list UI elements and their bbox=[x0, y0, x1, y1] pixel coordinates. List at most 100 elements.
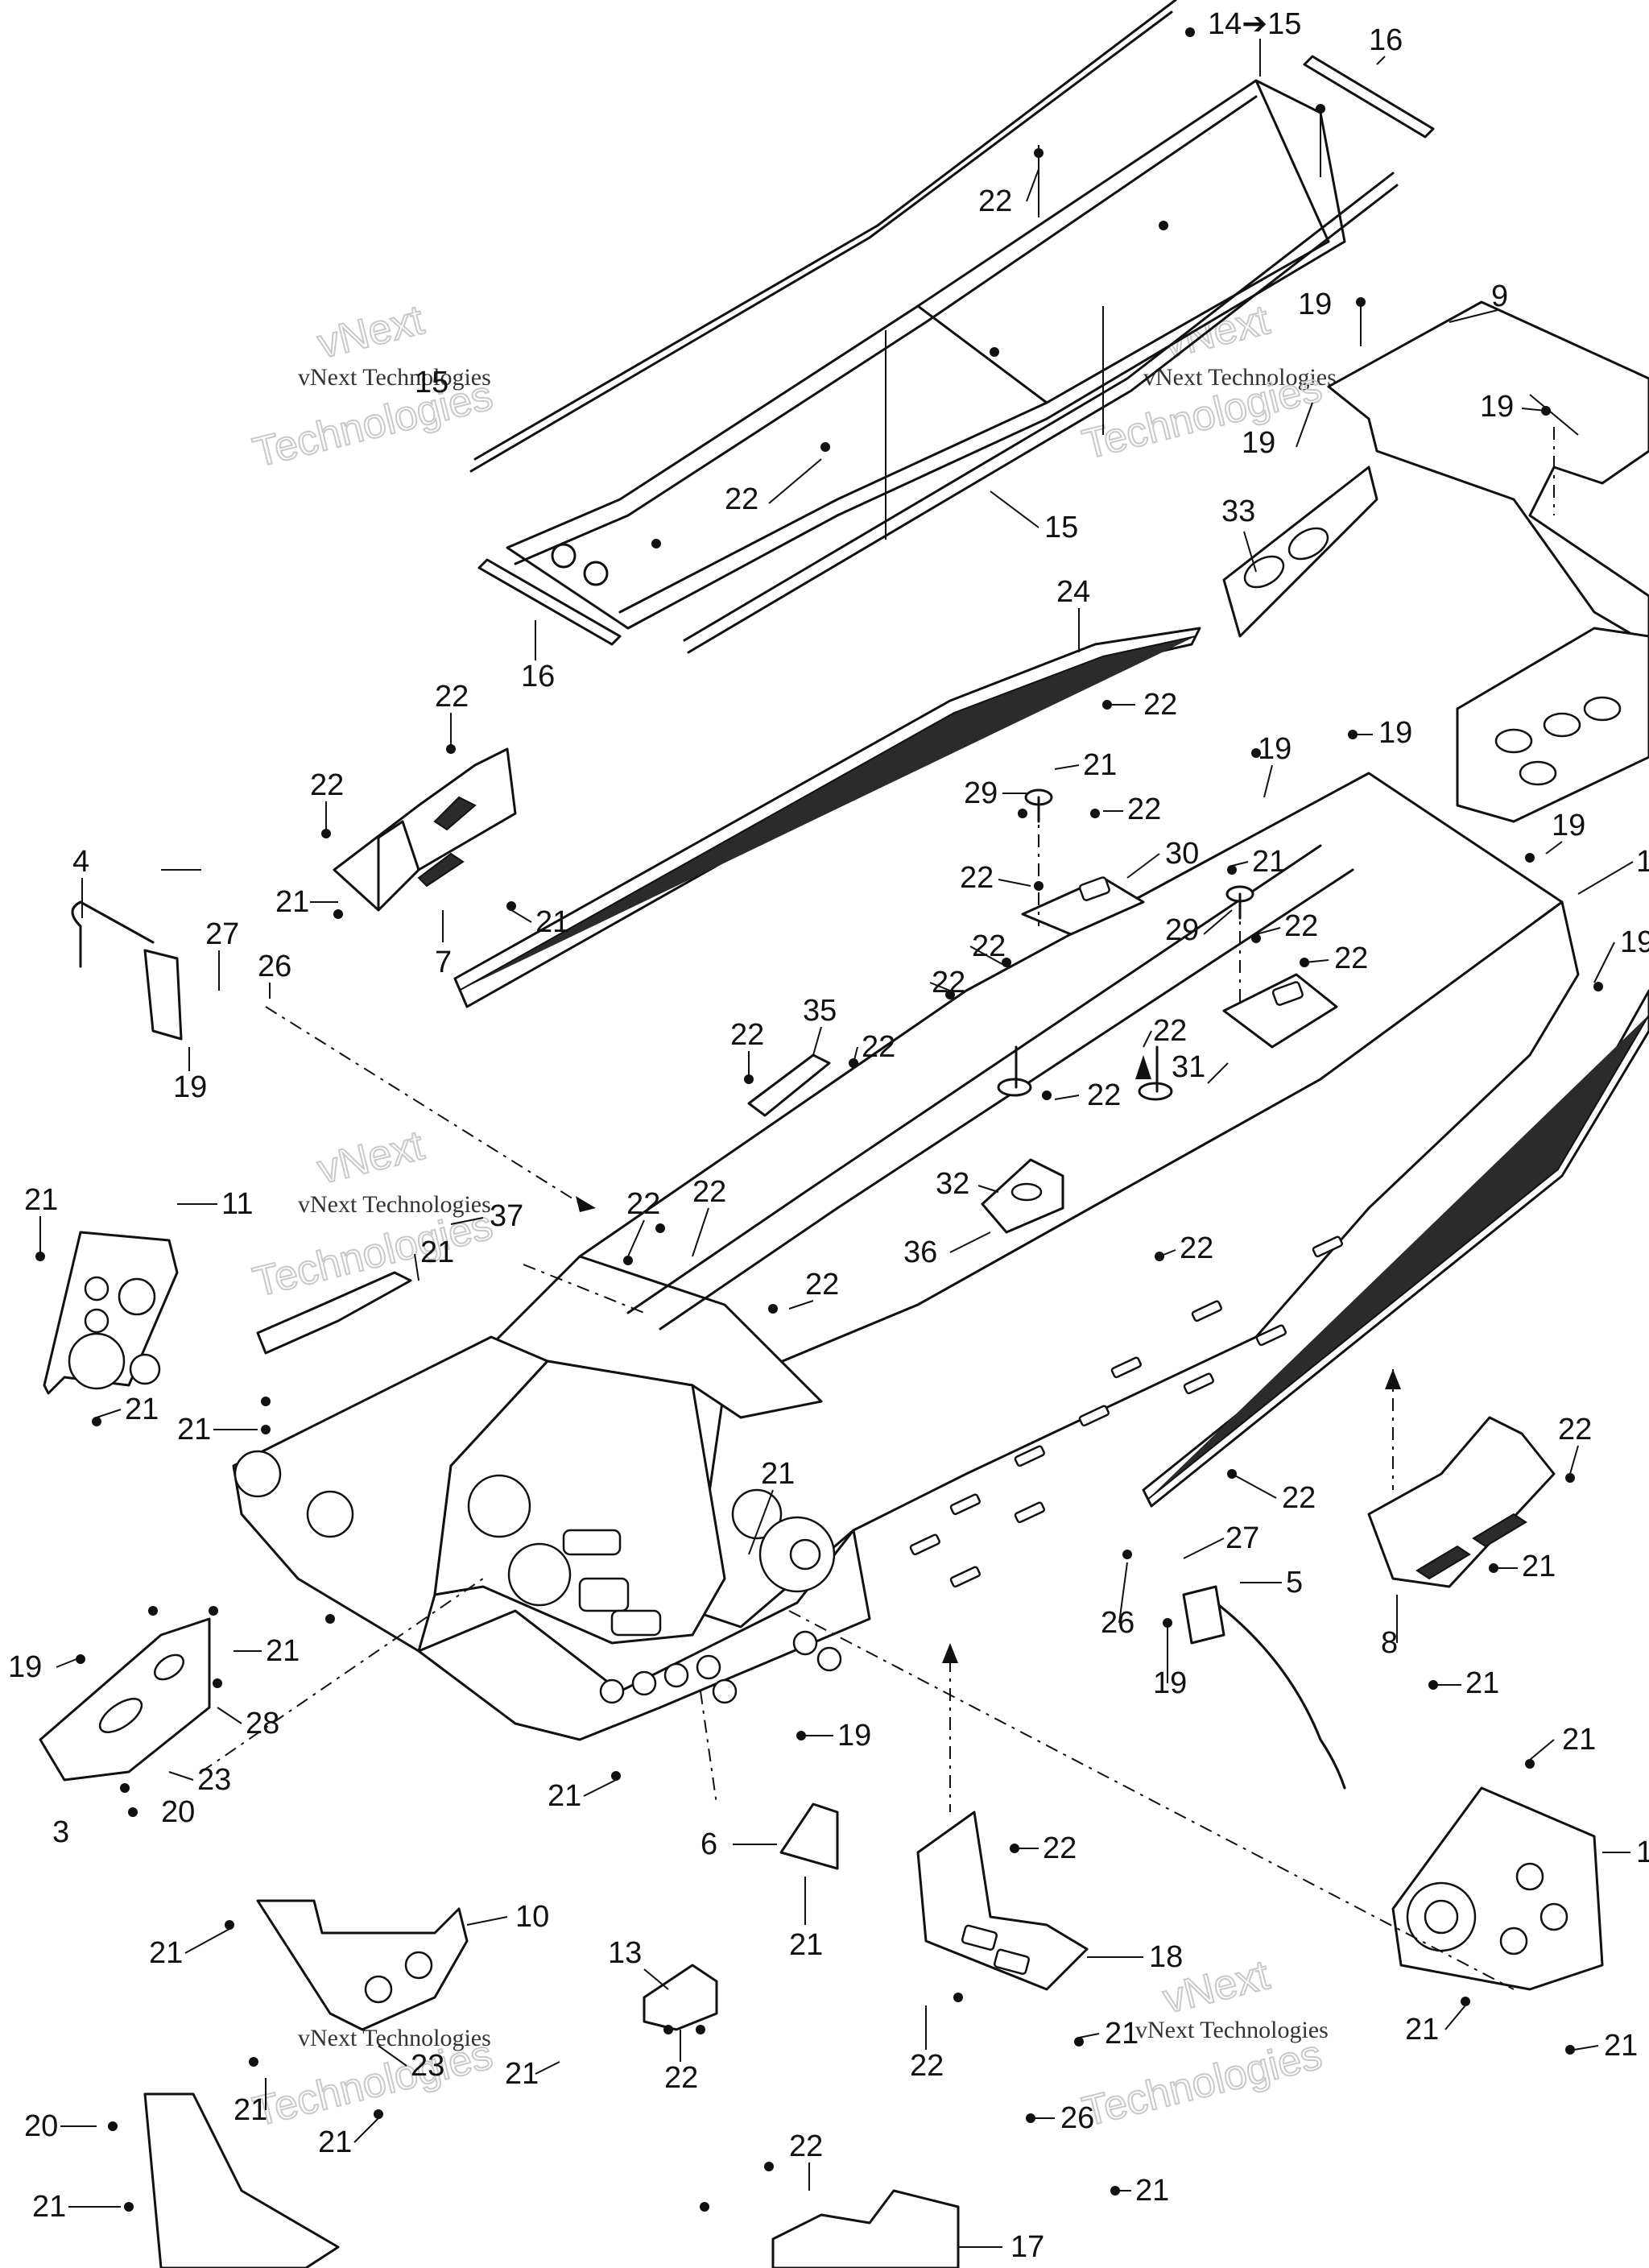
callout-label: 31 bbox=[1172, 1050, 1205, 1084]
callout-label: 21 bbox=[761, 1457, 795, 1491]
guide-lines bbox=[200, 427, 1555, 1990]
watermark-line: vNext Technologies bbox=[298, 1191, 491, 1218]
callout-label: 22 bbox=[789, 2129, 823, 2163]
callout-label: 21 bbox=[1604, 2029, 1638, 2063]
part-29-pins bbox=[997, 788, 1254, 1101]
part-8-bracket bbox=[1367, 1416, 1556, 1588]
callout-label: 16 bbox=[1369, 23, 1403, 57]
part-strip-16-top bbox=[1303, 55, 1435, 139]
callout-label: 21 bbox=[1252, 845, 1286, 879]
callout-label: 23 bbox=[197, 1763, 231, 1797]
callout-label: 8 bbox=[1381, 1626, 1398, 1660]
watermark-top-left: vNext vNext Technologies Technologies bbox=[248, 296, 498, 478]
part-35-bracket bbox=[747, 1053, 831, 1117]
part-rail-15-left bbox=[473, 0, 1177, 461]
part-right-slide-rail bbox=[1142, 989, 1649, 1508]
callout-label: 21 bbox=[275, 885, 309, 919]
callout-label: 22 bbox=[435, 680, 469, 714]
callout-label: 21 bbox=[420, 1235, 454, 1269]
part-5-bracket bbox=[1182, 1585, 1225, 1645]
callout-label: 22 bbox=[1153, 1014, 1187, 1048]
callout-label: 9 bbox=[1491, 279, 1508, 313]
callout-label: 22 bbox=[1043, 1831, 1077, 1865]
part-33-bracket bbox=[1222, 466, 1378, 638]
part-20-bracket bbox=[143, 2092, 340, 2268]
callout-label: 15 bbox=[415, 366, 448, 399]
callout-label: 21 bbox=[32, 2190, 66, 2224]
callout-label: 5 bbox=[1286, 1566, 1303, 1600]
part-24-slide-rail bbox=[453, 627, 1201, 1008]
part-13-bracket bbox=[643, 1964, 718, 2031]
callout-label: 19 bbox=[1378, 716, 1412, 750]
callout-label: 27 bbox=[1225, 1521, 1259, 1555]
callout-label: 14➔15 bbox=[1208, 7, 1301, 41]
part-3-bracket bbox=[39, 1617, 211, 1782]
watermark-mid-left: vNext vNext Technologies Technologies bbox=[248, 1121, 498, 1307]
callout-leaders bbox=[39, 39, 1634, 2248]
callout-label: 22 bbox=[805, 1268, 839, 1302]
callout-label: 28 bbox=[246, 1707, 279, 1740]
callout-label: 4 bbox=[72, 845, 89, 879]
watermark-brand: vNext bbox=[313, 1122, 429, 1194]
callout-label: 22 bbox=[910, 2049, 944, 2083]
part-37-rail bbox=[256, 1271, 412, 1355]
callout-label: 1 bbox=[1636, 845, 1649, 879]
callout-label: 19 bbox=[837, 1719, 871, 1753]
callout-label: 19 bbox=[1298, 288, 1332, 321]
callout-label: 22 bbox=[960, 861, 994, 895]
part-side-plate-right bbox=[1456, 627, 1649, 823]
callout-label: 1 bbox=[1636, 1836, 1649, 1869]
part-11-plate bbox=[43, 1231, 179, 1395]
callout-label: 7 bbox=[435, 946, 452, 979]
callout-label: 33 bbox=[1221, 495, 1255, 528]
callout-label: 29 bbox=[1165, 913, 1199, 947]
callout-label: 21 bbox=[1465, 1666, 1499, 1700]
callout-label: 21 bbox=[1562, 1723, 1596, 1757]
callout-label: 22 bbox=[1180, 1231, 1213, 1265]
callout-label: 19 bbox=[1242, 426, 1275, 460]
callout-label: 21 bbox=[1135, 2174, 1169, 2208]
callout-label: 22 bbox=[972, 929, 1006, 963]
callout-label: 21 bbox=[1105, 2017, 1139, 2051]
watermark-brand: vNext bbox=[313, 296, 429, 368]
callout-label: 22 bbox=[862, 1030, 895, 1064]
callout-label: 22 bbox=[664, 2061, 698, 2095]
callout-label: 22 bbox=[1143, 688, 1177, 722]
callout-label: 15 bbox=[1044, 511, 1078, 544]
callout-label: 22 bbox=[725, 482, 758, 516]
callout-label: 30 bbox=[1165, 837, 1199, 871]
callout-label: 29 bbox=[964, 776, 998, 810]
watermark-line: vNext Technologies bbox=[298, 364, 491, 391]
callout-label: 35 bbox=[803, 994, 837, 1028]
callout-label: 16 bbox=[521, 660, 555, 693]
callout-label: 13 bbox=[608, 1936, 642, 1970]
callout-label: 21 bbox=[318, 2125, 352, 2159]
callout-label: 20 bbox=[24, 2109, 58, 2143]
callout-label: 21 bbox=[234, 2093, 267, 2127]
part-5-cable bbox=[1214, 1601, 1346, 1790]
callout-label: 24 bbox=[1056, 575, 1090, 609]
watermark-line: vNext Technologies bbox=[298, 2025, 491, 2051]
part-rail-15-right bbox=[683, 172, 1395, 642]
part-main-chassis bbox=[232, 772, 1580, 1741]
cover-cap-1 bbox=[551, 543, 577, 569]
callout-label: 26 bbox=[258, 950, 291, 983]
part-strip-16-bottom bbox=[477, 558, 622, 646]
callout-label: 19 bbox=[1552, 809, 1585, 842]
part-rail-15-left-inner bbox=[469, 10, 1173, 473]
callout-label: 21 bbox=[789, 1928, 823, 1962]
callout-label: 22 bbox=[1284, 909, 1318, 943]
callout-label: 36 bbox=[903, 1235, 937, 1269]
callout-label: 21 bbox=[149, 1936, 183, 1970]
part-17-bracket bbox=[771, 2189, 960, 2268]
callout-label: 22 bbox=[1127, 793, 1161, 826]
callout-label: 21 bbox=[548, 1779, 581, 1813]
watermark-line: vNext Technologies bbox=[1135, 2017, 1329, 2043]
callout-label: 21 bbox=[535, 905, 569, 939]
callout-label: 6 bbox=[701, 1827, 717, 1861]
callout-label: 21 bbox=[505, 2057, 539, 2091]
part-30-bracket bbox=[1021, 876, 1145, 936]
callout-label: 22 bbox=[1282, 1481, 1316, 1515]
callout-label: 26 bbox=[1101, 1606, 1134, 1640]
